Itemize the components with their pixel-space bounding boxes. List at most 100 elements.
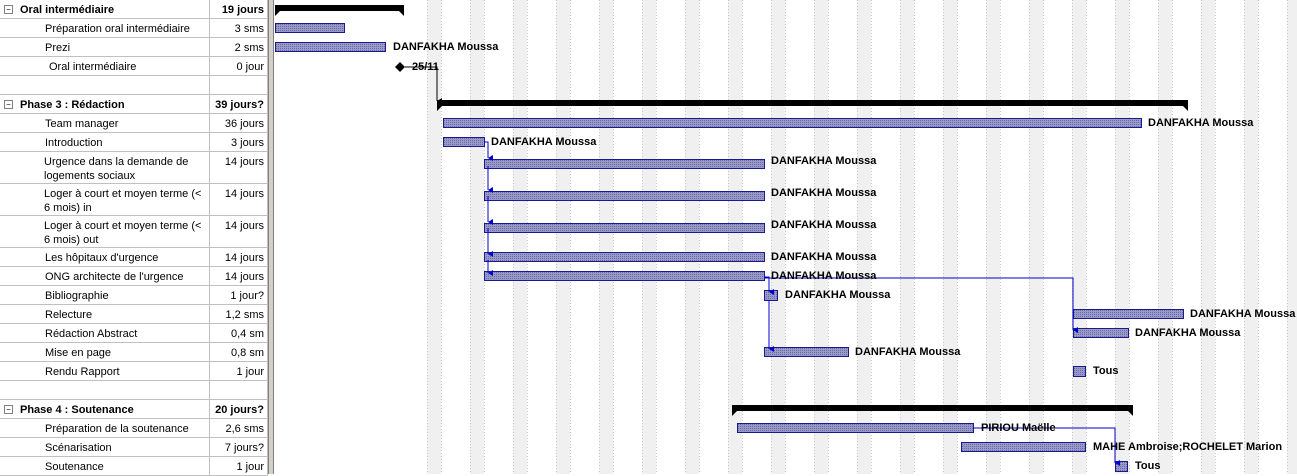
task-name-cell[interactable]: Bibliographie <box>0 286 210 305</box>
milestone-diamond <box>395 62 405 72</box>
dependency-link <box>484 141 493 161</box>
task-name-cell[interactable]: Scénarisation <box>0 438 210 457</box>
task-name-cell[interactable] <box>0 76 210 95</box>
weekend-shade <box>1158 0 1172 474</box>
task-duration-cell[interactable]: 0,4 sm <box>210 324 268 343</box>
task-name-cell[interactable]: −Phase 4 : Soutenance <box>0 400 210 419</box>
task-duration-cell[interactable]: 14 jours <box>210 216 268 248</box>
task-name-cell[interactable]: Relecture <box>0 305 210 324</box>
summary-bar-end <box>1128 411 1133 416</box>
task-name-cell[interactable]: Soutenance <box>0 457 210 476</box>
collapse-toggle-icon[interactable]: − <box>4 405 13 414</box>
task-duration-cell[interactable]: 14 jours <box>210 184 268 216</box>
task-bar <box>1073 309 1184 319</box>
task-duration-cell[interactable]: 3 jours <box>210 133 268 152</box>
task-name-cell[interactable]: Les hôpitaux d'urgence <box>0 248 210 267</box>
task-duration: 14 jours <box>224 271 264 283</box>
task-row[interactable]: Loger à court et moyen terme (< 6 mois) … <box>0 216 268 248</box>
task-duration-cell[interactable] <box>210 76 268 95</box>
task-duration-cell[interactable]: 14 jours <box>210 248 268 267</box>
task-duration-cell[interactable]: 14 jours <box>210 152 268 184</box>
task-bar <box>737 423 974 433</box>
task-name: Préparation oral intermédiaire <box>45 23 190 35</box>
task-row[interactable]: Loger à court et moyen terme (< 6 mois) … <box>0 184 268 216</box>
task-name: Relecture <box>45 309 93 321</box>
resource-label: DANFAKHA Moussa <box>771 270 877 282</box>
resource-label: DANFAKHA Moussa <box>1135 327 1241 339</box>
weekend-shade <box>814 0 828 474</box>
task-name-cell[interactable] <box>0 381 210 400</box>
task-duration: 1,2 sms <box>225 309 264 321</box>
task-duration-cell[interactable]: 20 jours? <box>210 400 268 419</box>
task-name-cell[interactable]: −Oral intermédiaire <box>0 0 210 19</box>
task-duration-cell[interactable]: 1,2 sms <box>210 305 268 324</box>
task-name-cell[interactable]: ONG architecte de l'urgence <box>0 267 210 286</box>
task-name: Phase 4 : Soutenance <box>20 404 134 416</box>
task-duration-cell[interactable]: 36 jours <box>210 114 268 133</box>
task-name-cell[interactable]: Team manager <box>0 114 210 133</box>
task-name-cell[interactable]: −Phase 3 : Rédaction <box>0 95 210 114</box>
collapse-toggle-icon[interactable]: − <box>4 100 13 109</box>
task-duration-cell[interactable]: 3 sms <box>210 19 268 38</box>
task-duration-cell[interactable]: 14 jours <box>210 267 268 286</box>
task-name-cell[interactable]: Oral intermédiaire <box>0 57 210 76</box>
task-name-cell[interactable]: Loger à court et moyen terme (< 6 mois) … <box>0 216 210 248</box>
task-duration-cell[interactable]: 1 jour <box>210 362 268 381</box>
task-name: Bibliographie <box>45 290 109 302</box>
task-row[interactable]: Urgence dans la demande de logements soc… <box>0 152 268 184</box>
task-duration-cell[interactable] <box>210 381 268 400</box>
task-name-cell[interactable]: Préparation de la soutenance <box>0 419 210 438</box>
task-row[interactable]: Préparation oral intermédiaire 3 sms <box>0 19 268 38</box>
summary-bar-end <box>1183 106 1188 111</box>
task-row[interactable]: Bibliographie 1 jour? <box>0 286 268 305</box>
task-name-cell[interactable]: Rendu Rapport <box>0 362 210 381</box>
task-row[interactable]: ONG architecte de l'urgence 14 jours <box>0 267 268 286</box>
task-name-cell[interactable]: Rédaction Abstract <box>0 324 210 343</box>
task-duration: 14 jours <box>224 220 264 232</box>
task-row[interactable]: Relecture 1,2 sms <box>0 305 268 324</box>
task-duration-cell[interactable]: 39 jours? <box>210 95 268 114</box>
pane-splitter[interactable] <box>268 0 274 474</box>
collapse-toggle-icon[interactable]: − <box>4 5 13 14</box>
task-duration-cell[interactable]: 2 sms <box>210 38 268 57</box>
task-duration-cell[interactable]: 1 jour <box>210 457 268 476</box>
task-name-cell[interactable]: Préparation oral intermédiaire <box>0 19 210 38</box>
task-name-cell[interactable]: Urgence dans la demande de logements soc… <box>0 152 210 184</box>
weekend-shade <box>1244 0 1258 474</box>
task-duration-cell[interactable]: 1 jour? <box>210 286 268 305</box>
task-row[interactable] <box>0 76 268 95</box>
task-duration-cell[interactable]: 7 jours? <box>210 438 268 457</box>
task-name-cell[interactable]: Prezi <box>0 38 210 57</box>
weekend-shade <box>642 0 656 474</box>
task-duration-cell[interactable]: 19 jours <box>210 0 268 19</box>
task-name-cell[interactable]: Loger à court et moyen terme (< 6 mois) … <box>0 184 210 216</box>
resource-label: DANFAKHA Moussa <box>771 219 877 231</box>
task-bar <box>484 159 765 169</box>
task-row[interactable] <box>0 381 268 400</box>
resource-label: MAHE Ambroise;ROCHELET Marion <box>1093 441 1282 453</box>
weekend-shade <box>556 0 570 474</box>
task-duration-cell[interactable]: 0 jour <box>210 57 268 76</box>
task-name-cell[interactable]: Introduction <box>0 133 210 152</box>
task-name-cell[interactable]: Mise en page <box>0 343 210 362</box>
task-bar <box>764 347 849 357</box>
task-duration-cell[interactable]: 0,8 sm <box>210 343 268 362</box>
dependency-link <box>405 66 442 104</box>
task-duration-cell[interactable]: 2,6 sms <box>210 419 268 438</box>
weekend-shade <box>685 0 699 474</box>
